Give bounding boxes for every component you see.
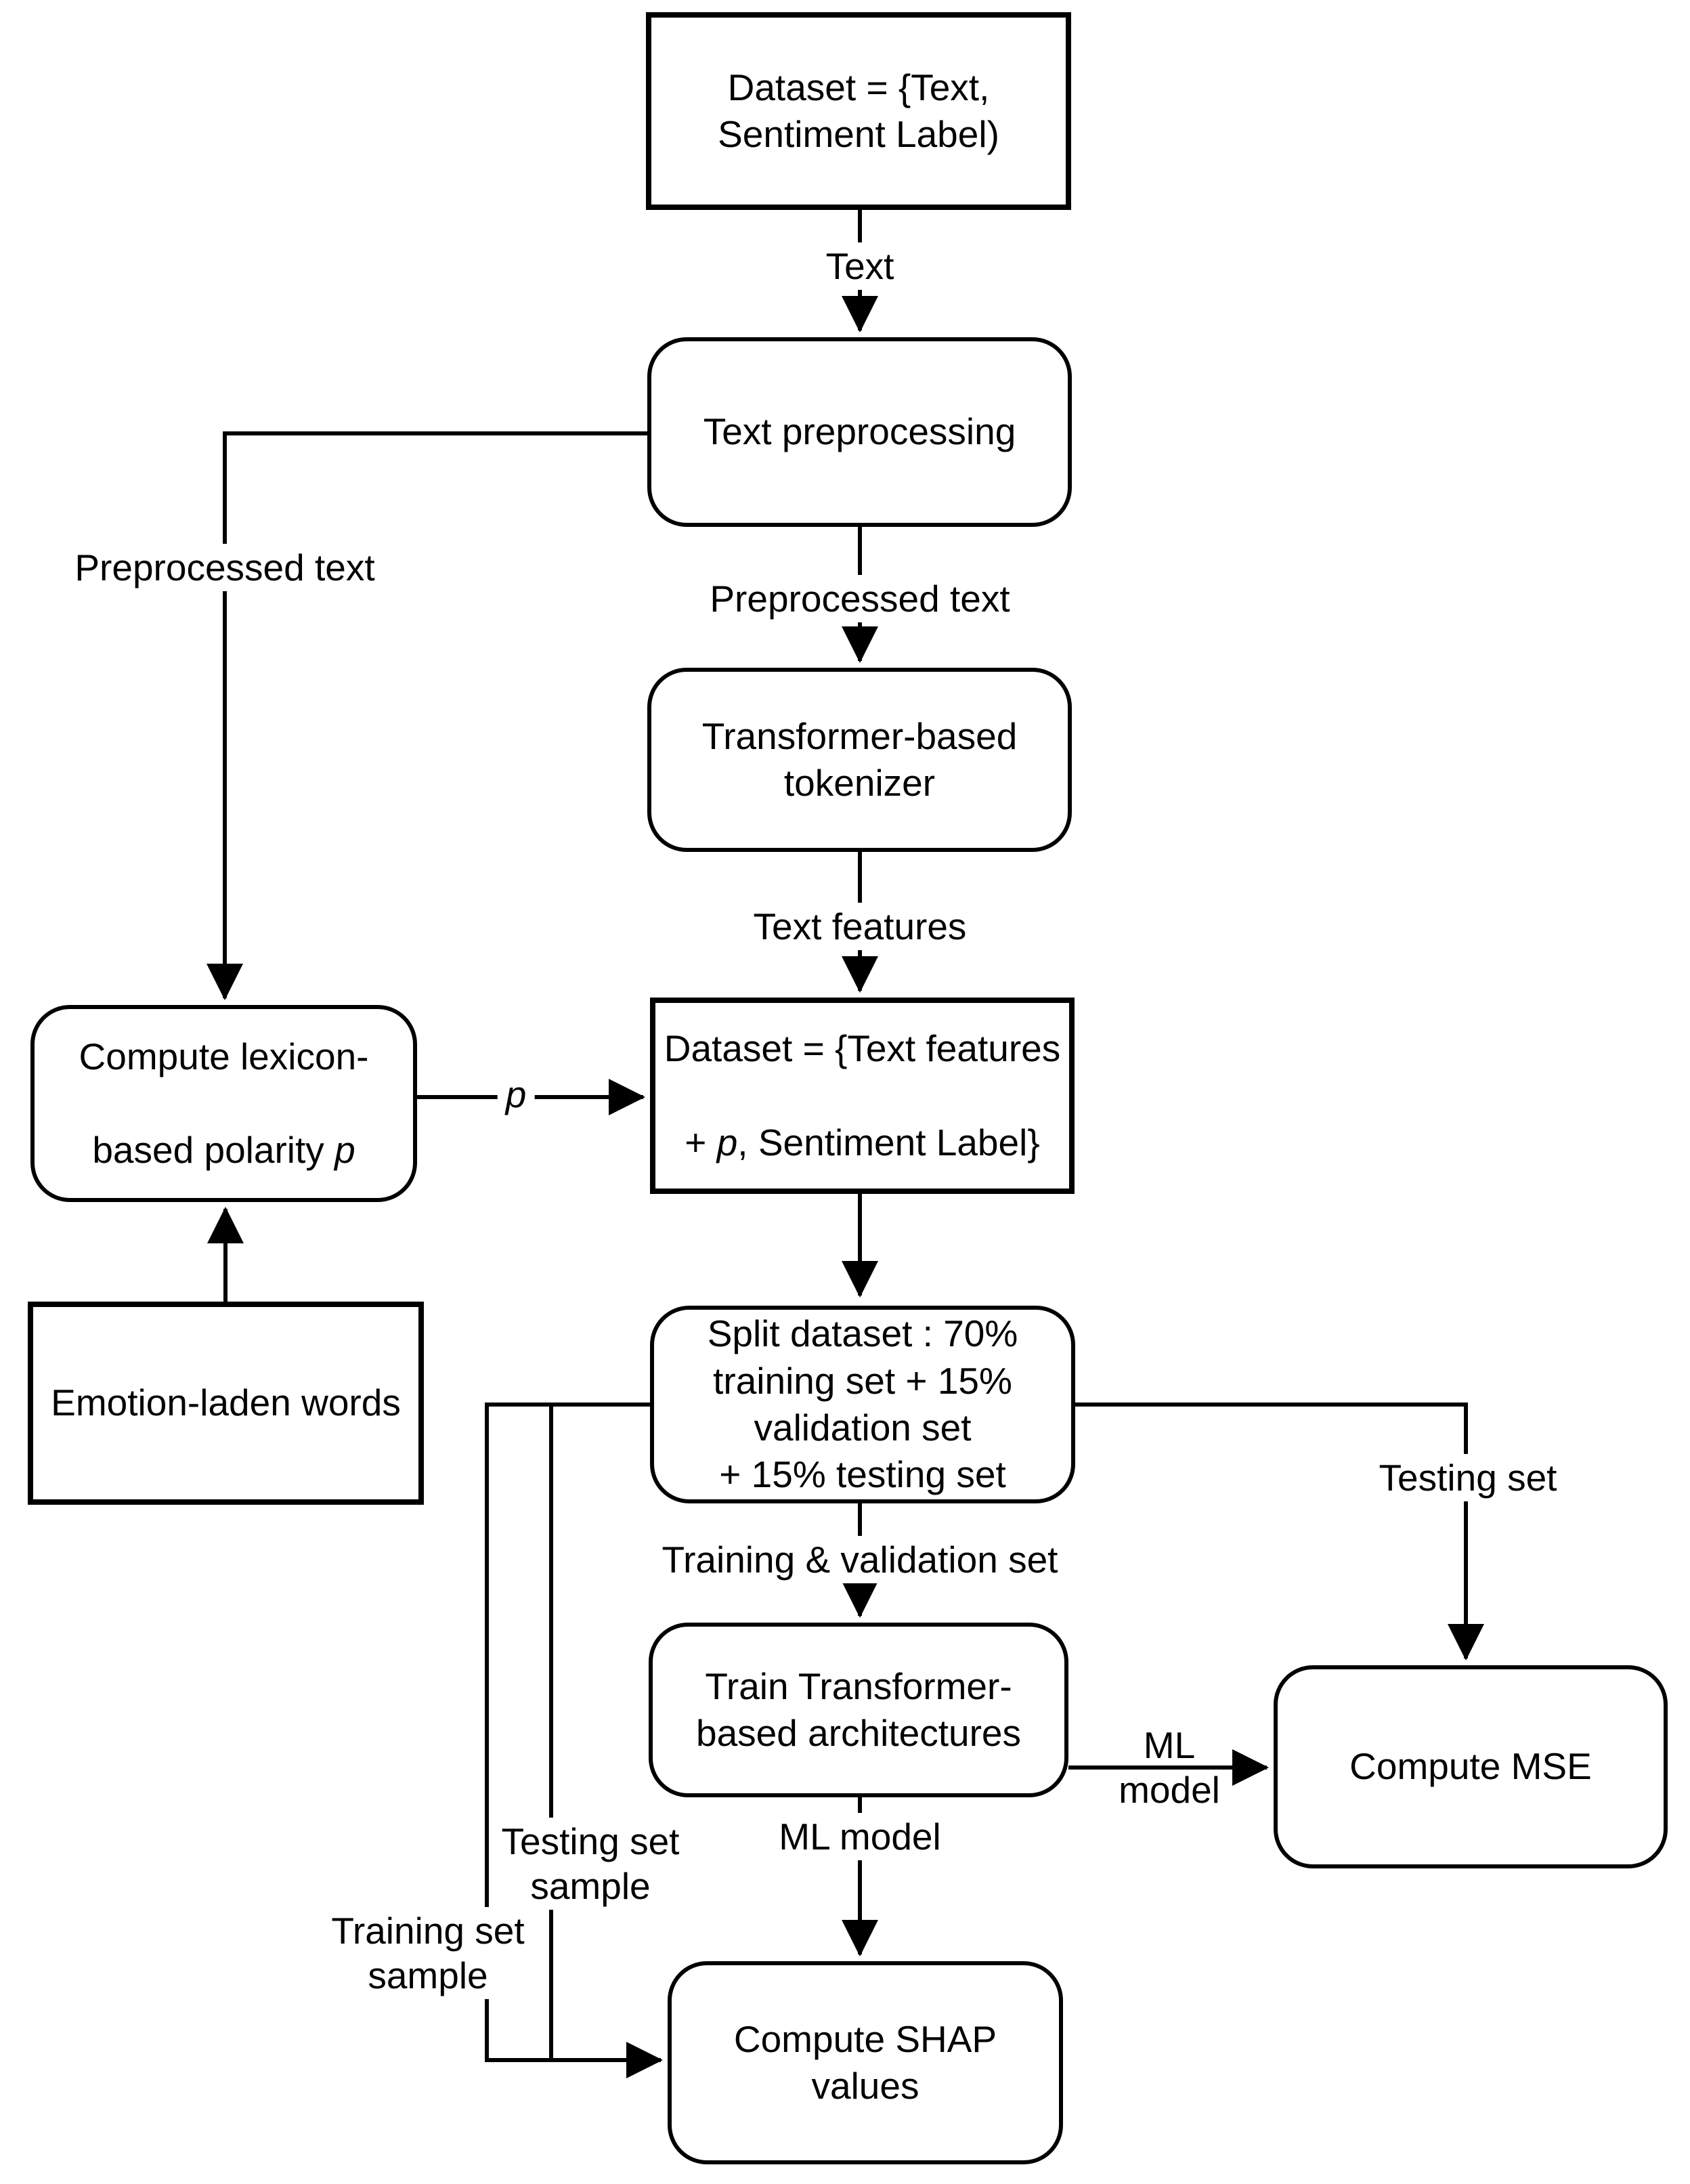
node-compute-shap-label: Compute SHAP values <box>733 2017 997 2107</box>
node-compute-polarity-line2: based polarity p <box>92 1129 355 1172</box>
edge-label-text-features: Text features <box>745 903 975 950</box>
node-split-dataset-label: Split dataset : 70% training set + 15% v… <box>707 1312 1018 1496</box>
node-dataset-features-line2: + p, Sentiment Label} <box>685 1121 1040 1163</box>
node-compute-mse-label: Compute MSE <box>1349 1745 1592 1788</box>
node-emotion-words-label: Emotion-laden words <box>51 1382 401 1424</box>
edge-label-preprocessed-text-left: Preprocessed text <box>66 544 383 591</box>
node-tokenizer-label: Transformer-based tokenizer <box>701 714 1018 804</box>
edge-label-testing-set-sample: Testing set sample <box>493 1818 688 1910</box>
edge-split-to-mse <box>1075 1403 1484 1661</box>
node-tokenizer: Transformer-based tokenizer <box>647 668 1072 852</box>
edge-label-preprocessed-text-mid: Preprocessed text <box>701 575 1018 622</box>
node-compute-shap: Compute SHAP values <box>668 1961 1063 2164</box>
node-dataset-features-label: Dataset = {Text features + p, Sentiment … <box>655 979 1069 1213</box>
node-dataset-features: Dataset = {Text features + p, Sentiment … <box>650 998 1075 1194</box>
edge-label-ml-model-mid: ML model <box>771 1813 949 1860</box>
node-dataset-features-line1: Dataset = {Text features <box>664 1027 1061 1070</box>
edge-training-sample-to-shap <box>485 1403 663 2078</box>
node-compute-polarity-label: Compute lexicon- based polarity p <box>35 986 413 1220</box>
node-emotion-words: Emotion-laden words <box>28 1302 424 1505</box>
edge-label-training-validation-set: Training & validation set <box>653 1536 1066 1583</box>
node-text-preprocessing-label: Text preprocessing <box>703 410 1016 453</box>
node-compute-polarity-line1: Compute lexicon- <box>79 1035 369 1077</box>
node-compute-polarity: Compute lexicon- based polarity p <box>30 1005 417 1202</box>
node-dataset-raw: Dataset = {Text, Sentiment Label) <box>646 12 1071 210</box>
edge-label-p: p <box>497 1071 535 1118</box>
edge-label-training-set-sample: Training set sample <box>323 1907 533 1999</box>
node-text-preprocessing: Text preprocessing <box>647 337 1072 527</box>
edge-preprocessing-to-polarity <box>207 431 647 1000</box>
node-train-transformer-label: Train Transformer- based architectures <box>696 1665 1021 1754</box>
edge-label-ml-model-right: ML model <box>1119 1724 1220 1811</box>
edge-label-testing-set: Testing set <box>1370 1454 1565 1501</box>
edge-label-text: Text <box>817 242 903 290</box>
node-compute-mse: Compute MSE <box>1274 1665 1668 1868</box>
node-dataset-raw-label: Dataset = {Text, Sentiment Label) <box>718 66 999 155</box>
node-train-transformer: Train Transformer- based architectures <box>649 1623 1068 1797</box>
node-split-dataset: Split dataset : 70% training set + 15% v… <box>650 1306 1075 1503</box>
